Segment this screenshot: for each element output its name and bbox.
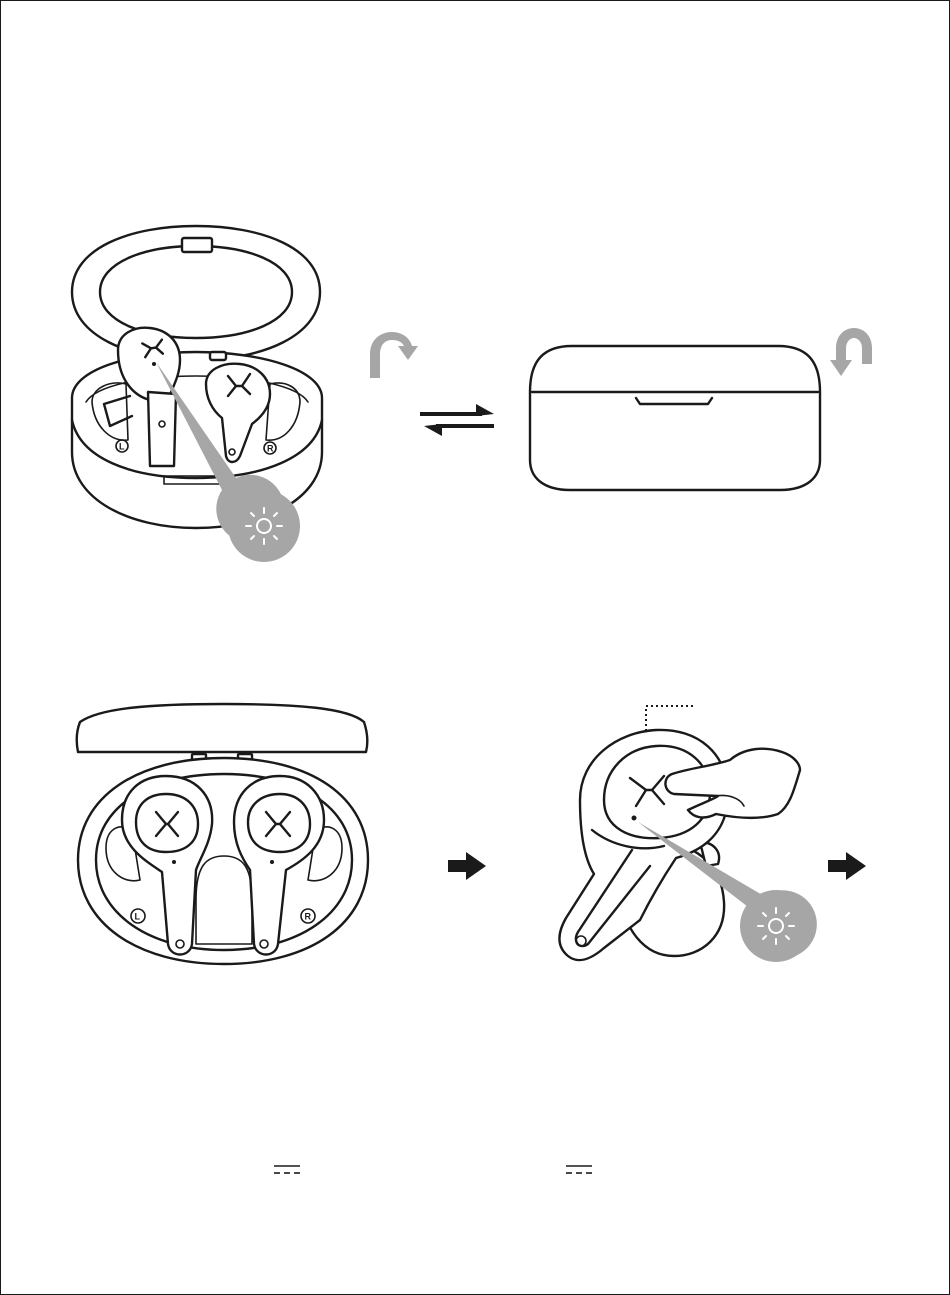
close-lid-arrow-icon xyxy=(830,328,872,376)
dc-symbol-icon-2 xyxy=(566,1166,592,1173)
case-open-top-view: L R xyxy=(77,704,368,964)
closed-charging-case xyxy=(530,346,820,490)
next-step-arrow-icon xyxy=(448,852,486,880)
left-side-label-2: L xyxy=(135,912,141,922)
open-case-with-earbuds: L R xyxy=(72,226,322,528)
dc-symbol-icon xyxy=(274,1166,300,1173)
two-way-exchange-arrow-icon xyxy=(420,404,494,436)
left-side-label: L xyxy=(119,442,125,452)
right-side-label: R xyxy=(267,444,274,454)
next-step-arrow-icon-2 xyxy=(828,852,866,880)
right-side-label-2: R xyxy=(305,912,312,922)
open-lid-arrow-icon xyxy=(370,332,418,378)
